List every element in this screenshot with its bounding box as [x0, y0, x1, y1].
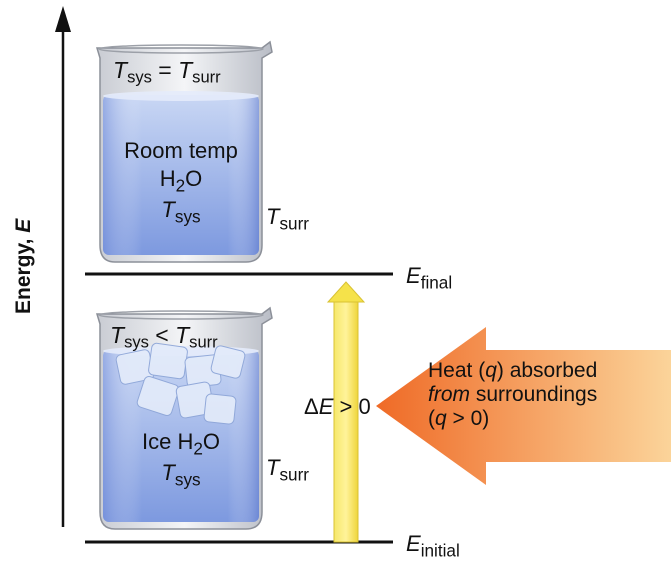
heat-absorbed-arrow — [376, 327, 671, 485]
e-final-label: Efinal — [406, 263, 453, 293]
top-tsurr-label: Tsurr — [266, 204, 309, 234]
bottom-tsurr-label: Tsurr — [266, 455, 309, 485]
room-temp-label: Room temp — [124, 138, 238, 163]
energy-axis-arrowhead — [55, 6, 71, 32]
bottom-tsys-label: Tsys — [161, 460, 201, 490]
ice-cubes — [115, 342, 246, 425]
delta-e-label: ΔE > 0 — [304, 394, 371, 419]
energy-axis-title: Energy, E — [12, 218, 35, 314]
bottom-temperature-relation: Tsys < Tsurr — [110, 322, 218, 352]
energy-increase-arrow — [326, 281, 366, 543]
heat-text-line-2: from surroundings — [428, 383, 598, 406]
e-initial-label: Einitial — [406, 531, 460, 561]
top-beaker — [95, 40, 273, 263]
ice-water-label: Ice H2O — [141, 429, 221, 459]
heat-text-line-1: Heat (q) absorbed — [428, 359, 598, 382]
top-water-formula: H2O — [159, 166, 203, 196]
heat-text-line-3: (q > 0) — [428, 407, 490, 430]
heat-absorbed-text: Heat (q) absorbed from surroundings (q >… — [428, 359, 597, 431]
top-tsys-label: Tsys — [161, 197, 201, 227]
top-temperature-relation: Tsys = Tsurr — [113, 57, 221, 87]
